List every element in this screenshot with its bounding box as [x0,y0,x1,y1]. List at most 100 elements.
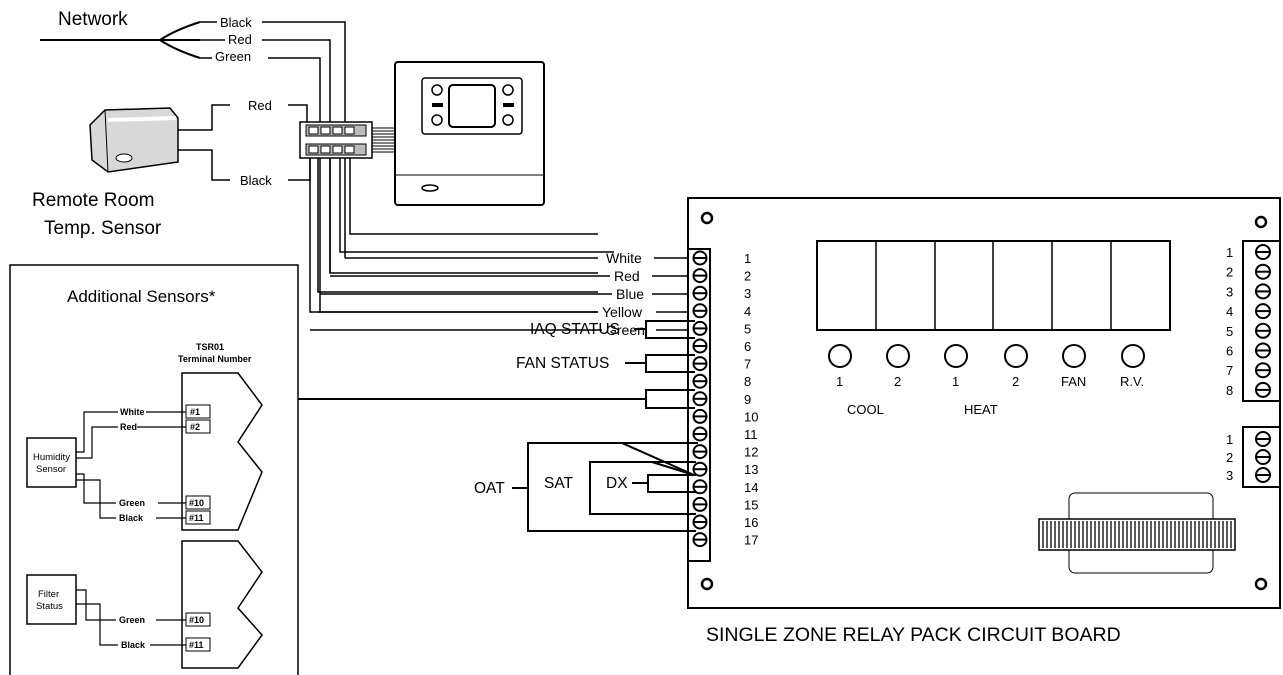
terminal-number-header: Terminal Number [178,354,252,364]
left-terminal-number: 17 [744,533,758,548]
humidity-wire-green: Green [119,498,145,508]
humidity-terminal-11: #11 [189,513,204,523]
left-terminal-number: 13 [744,462,758,477]
led-cool-1-icon [828,344,852,368]
left-terminal-number: 3 [744,286,751,301]
led-label: 2 [1012,374,1019,389]
fan-status-label: FAN STATUS [516,355,609,372]
wire-label-green: Green [606,322,645,338]
right-terminal-number: 1 [1226,432,1233,447]
humidity-sensor-box [26,437,77,488]
led-cool-2-icon [886,344,910,368]
thermostat-button-icon [502,84,514,96]
thermostat-led-icon [421,184,439,192]
left-terminal-number: 1 [744,251,751,266]
right-terminal-number: 2 [1226,265,1233,280]
left-terminal-number: 11 [744,427,758,442]
thermostat-group [299,61,614,313]
iaq-status-label: IAQ STATUS [530,321,620,338]
left-terminal-number: 8 [744,374,751,389]
humidity-terminal-10: #10 [189,498,204,508]
network-group: Network Black Red Green [40,9,346,312]
left-terminal-number: 15 [744,497,758,512]
right-terminal-number: 2 [1226,450,1233,465]
network-title: Network [58,9,128,30]
led-label: R.V. [1120,374,1144,389]
filter-status-line2: Status [36,601,63,612]
right-terminal-number: 8 [1226,383,1233,398]
thermostat-button-icon [502,114,514,126]
dx-label: DX [606,475,628,492]
left-terminal-number: 9 [744,392,751,407]
left-terminal-number: 12 [744,445,758,460]
right-terminal-number: 4 [1226,304,1233,319]
filter-terminal-11: #11 [189,640,204,650]
network-wire-green: Green [215,49,251,64]
led-label: 2 [894,374,901,389]
remote-sensor-title-line2: Temp. Sensor [44,218,162,239]
additional-sensors-panel: Additional Sensors* TSR01 Terminal Numbe… [9,264,299,675]
group-label-cool: COOL [847,402,884,417]
led-rv-icon [1121,344,1145,368]
humidity-wire-white: White [120,407,145,417]
led-row: 1 2 1 2 FAN R.V. COOL HEAT [828,344,1145,417]
led-label: FAN [1061,374,1086,389]
filter-terminal-10: #10 [189,615,204,625]
relay-bank [816,240,1171,331]
wire-label-white: White [606,250,642,266]
transformer [1038,492,1236,574]
oat-label: OAT [474,480,505,497]
left-terminal-number: 6 [744,339,751,354]
wire-label-red: Red [614,268,640,284]
filter-wire-green: Green [119,615,145,625]
humidity-sensor-line2: Sensor [36,464,66,475]
right-terminal-number: 3 [1226,468,1233,483]
network-wire-red: Red [228,32,252,47]
wire-label-yellow: Yellow [602,304,643,320]
right-terminal-number: 5 [1226,324,1233,339]
terminal-connector [299,121,373,159]
sat-label: SAT [544,475,574,492]
thermostat-button-icon [431,84,443,96]
humidity-terminal-2: #2 [190,422,200,432]
filter-status-box [26,574,77,625]
mount-hole-icon [1254,215,1268,229]
thermostat-button-icon [431,114,443,126]
led-heat-2-icon [1004,344,1028,368]
led-label: 1 [836,374,843,389]
left-terminal-number: 7 [744,357,751,372]
led-fan-icon [1062,344,1086,368]
tsr01-header: TSR01 [196,342,224,352]
remote-wire-black: Black [240,173,272,188]
led-label: 1 [952,374,959,389]
humidity-wire-black: Black [119,513,144,523]
left-terminal-number: 16 [744,515,758,530]
humidity-sensor-line1: Humidity [33,452,70,463]
left-terminal-number: 14 [744,480,758,495]
left-terminal-number: 10 [744,409,758,424]
wire-label-blue: Blue [616,286,644,302]
board-title: SINGLE ZONE RELAY PACK CIRCUIT BOARD [706,624,1121,646]
left-terminal-number: 5 [744,321,751,336]
remote-sensor-device [89,107,179,173]
thermostat-display [448,84,496,128]
mount-hole-icon [1254,577,1268,591]
thermostat-wire-labels: White Red Blue Yellow Green [310,250,688,338]
left-terminal-number: 4 [744,304,751,319]
remote-wire-red: Red [248,98,272,113]
mount-hole-icon [700,577,714,591]
humidity-wire-red: Red [120,422,137,432]
mount-hole-icon [700,211,714,225]
led-heat-1-icon [944,344,968,368]
additional-sensors-title: Additional Sensors* [67,287,216,306]
right-terminal-number: 1 [1226,245,1233,260]
circuit-board: 1 2 1 2 FAN R.V. COOL HEAT 1234567891011… [687,197,1281,646]
status-connections: IAQ STATUS FAN STATUS OAT SAT DX [298,320,698,532]
network-wire-black: Black [220,15,252,30]
left-terminal-number: 2 [744,269,751,284]
group-label-heat: HEAT [964,402,998,417]
humidity-terminal-1: #1 [190,407,200,417]
remote-sensor-title-line1: Remote Room [32,190,155,211]
network-cable [40,21,201,59]
